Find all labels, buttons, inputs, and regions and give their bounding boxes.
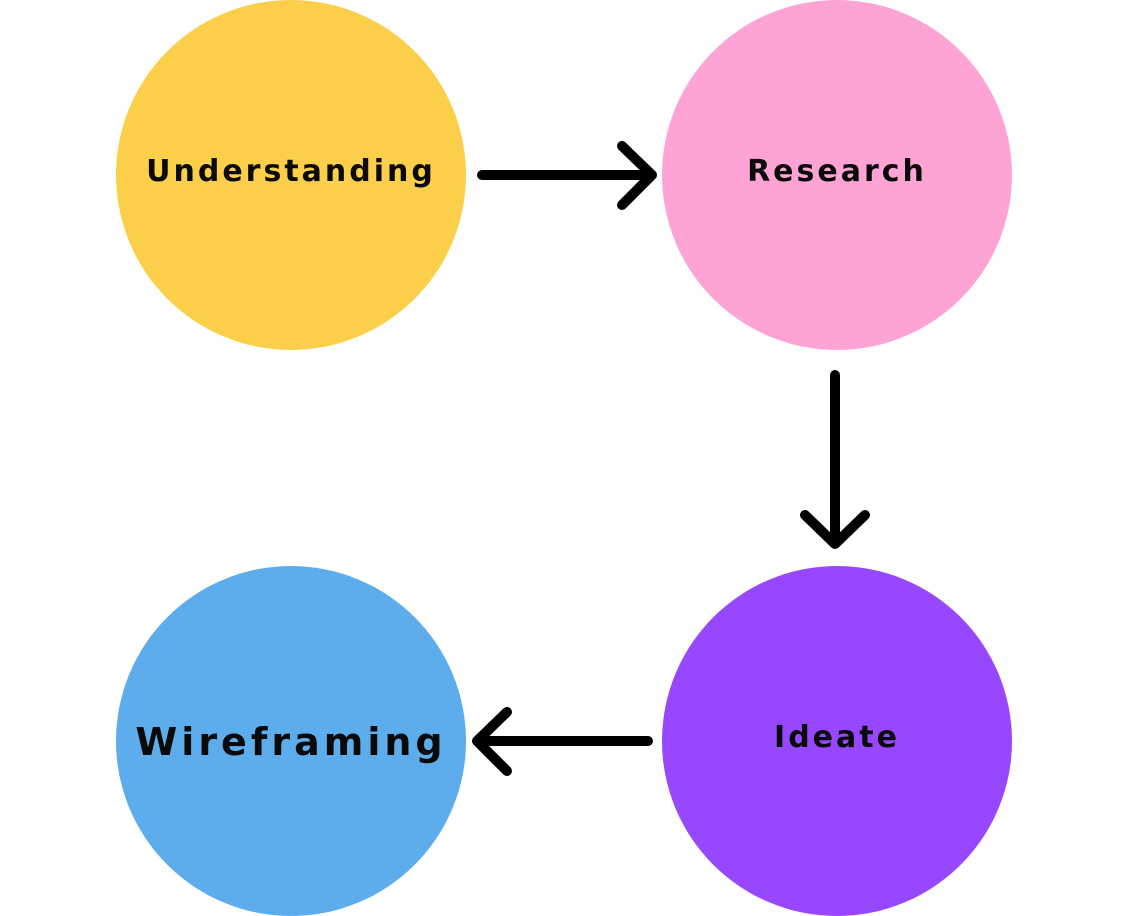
node-label-ideate: Ideate [774, 719, 900, 755]
node-label-wireframing: Wireframing [135, 720, 447, 764]
node-understanding: Understanding [116, 0, 466, 350]
arrow-research-to-ideate [800, 370, 870, 549]
arrow-head-left-icon [472, 707, 512, 776]
arrow-understanding-to-research [477, 141, 657, 210]
node-ideate: Ideate [662, 566, 1012, 916]
arrow-head-right-icon [617, 141, 657, 210]
node-research: Research [662, 0, 1012, 350]
node-wireframing: Wireframing [116, 566, 466, 916]
arrow-ideate-to-wireframing [472, 707, 653, 776]
node-label-research: Research [747, 153, 927, 189]
arrow-head-down-icon [800, 510, 870, 549]
node-label-understanding: Understanding [146, 153, 436, 189]
